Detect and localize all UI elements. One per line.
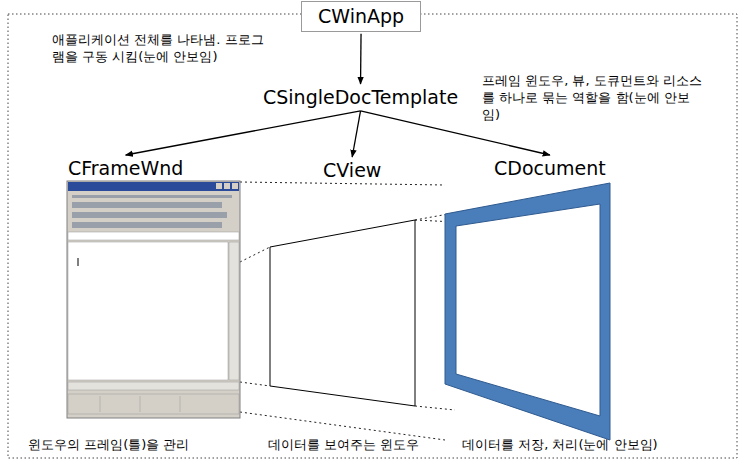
projection-lines bbox=[240, 182, 610, 440]
app-box: CWinApp bbox=[301, 1, 421, 32]
class-name: CFrameWnd bbox=[66, 157, 185, 180]
caption-note: 데이터를 보여주는 윈도우 bbox=[268, 436, 468, 453]
node-text: CDocument bbox=[494, 157, 606, 180]
node-text: CWinApp bbox=[318, 5, 404, 28]
outer-frame bbox=[8, 14, 737, 458]
class-name: CDocument bbox=[492, 157, 608, 180]
caption-note: 데이터를 저장, 처리(눈에 안보임) bbox=[462, 436, 732, 453]
document-inner bbox=[456, 204, 600, 416]
view-window bbox=[270, 220, 415, 406]
arrow-connector bbox=[126, 111, 361, 155]
node-text: CFrameWnd bbox=[68, 157, 183, 180]
note: 애플리케이션 전체를 나타냄. 프로그램을 구동 시킴(눈에 안보임) bbox=[52, 31, 267, 65]
template-name: CSingleDocTemplate bbox=[261, 86, 460, 109]
frame-window-screenshot bbox=[67, 181, 240, 418]
document-shape bbox=[445, 183, 610, 440]
note: 프레임 윈도우, 뷰, 도큐먼트와 리소스를 하나로 묶는 역할을 함(눈에 안… bbox=[482, 72, 707, 123]
arrow-connector bbox=[361, 111, 550, 155]
node-text: CSingleDocTemplate bbox=[263, 86, 458, 109]
arrow-connector bbox=[360, 34, 362, 84]
node-text: CView bbox=[323, 159, 381, 182]
arrow-connector bbox=[352, 111, 360, 157]
caption-note: 윈도우의 프레임(틀)을 관리 bbox=[28, 436, 258, 453]
class-name: CView bbox=[321, 159, 383, 182]
